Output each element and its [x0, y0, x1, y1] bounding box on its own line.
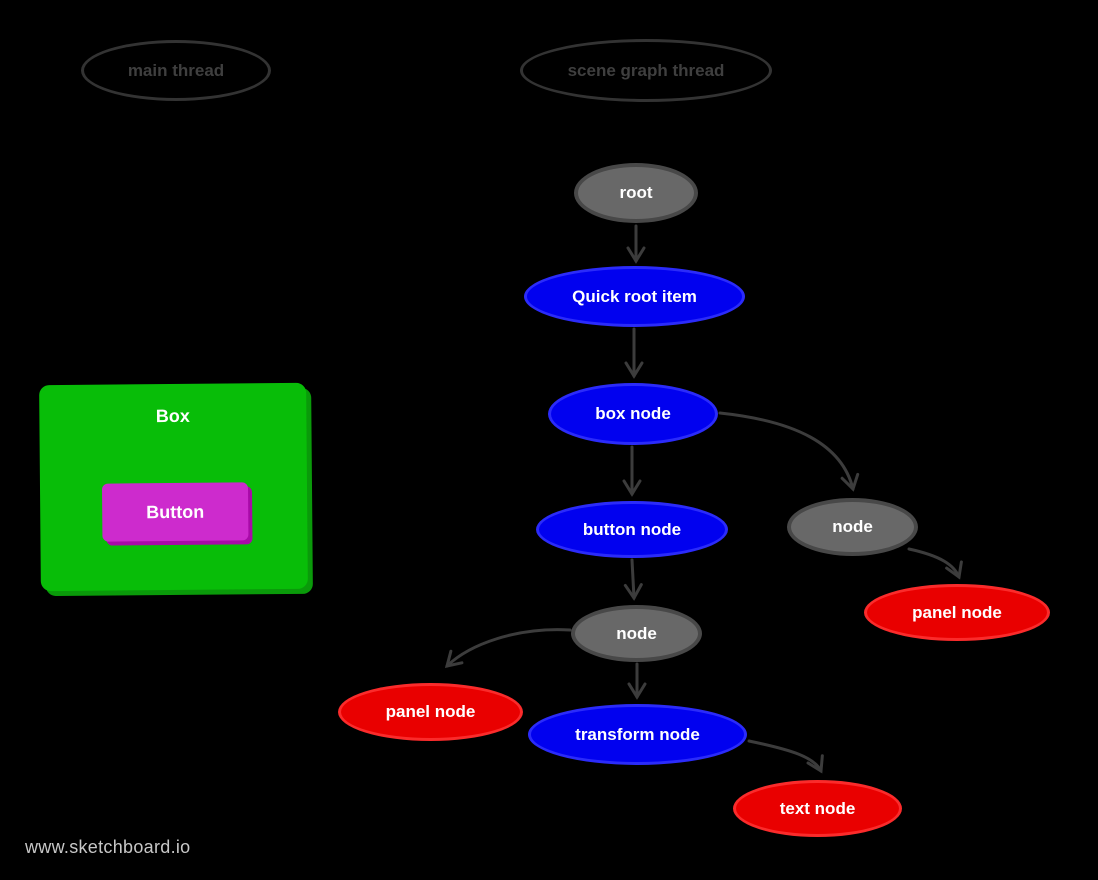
edge-node-right-to-panel-node-right[interactable]	[907, 547, 963, 580]
box-shape[interactable]: Box Button	[39, 382, 308, 592]
node-quick-root-item[interactable]: Quick root item	[524, 266, 745, 327]
node-text-node[interactable]: text node	[733, 780, 902, 837]
scene-graph-thread-label: scene graph thread	[567, 60, 725, 80]
button-shape[interactable]: Button	[101, 482, 249, 542]
node-panel-node-right[interactable]: panel node	[864, 584, 1050, 641]
main-thread-ellipse[interactable]: main thread	[81, 40, 271, 101]
node-button-node[interactable]: button node	[536, 501, 728, 558]
box-label: Box	[155, 405, 190, 427]
button-label: Button	[146, 501, 205, 522]
node-mid-label: node	[616, 623, 657, 643]
node-box-node-label: box node	[595, 404, 671, 423]
edge-transform-node-to-text-node[interactable]	[747, 739, 824, 774]
node-transform-node[interactable]: transform node	[528, 704, 747, 765]
edge-node-mid-to-panel-node-left[interactable]	[444, 628, 572, 668]
node-root-label: root	[619, 183, 653, 202]
node-text-node-label: text node	[779, 798, 856, 818]
node-root[interactable]: root	[574, 163, 698, 223]
node-panel-node-left-label: panel node	[385, 702, 476, 721]
main-thread-label: main thread	[127, 60, 225, 80]
sketchboard-watermark: www.sketchboard.io	[25, 837, 191, 857]
edge-box-node-to-node-right[interactable]	[718, 411, 860, 492]
node-button-node-label: button node	[582, 519, 682, 539]
node-panel-node-left[interactable]: panel node	[338, 683, 523, 741]
node-transform-node-label: transform node	[575, 724, 700, 744]
node-panel-node-right-label: panel node	[912, 602, 1002, 622]
node-quick-root-item-label: Quick root item	[572, 286, 697, 306]
node-box-node[interactable]: box node	[548, 383, 718, 445]
scene-graph-thread-ellipse[interactable]: scene graph thread	[520, 39, 772, 102]
node-right[interactable]: node	[787, 498, 918, 556]
edge-button-node-to-node-mid[interactable]	[623, 558, 643, 601]
node-mid[interactable]: node	[571, 605, 702, 662]
node-right-label: node	[832, 517, 873, 536]
